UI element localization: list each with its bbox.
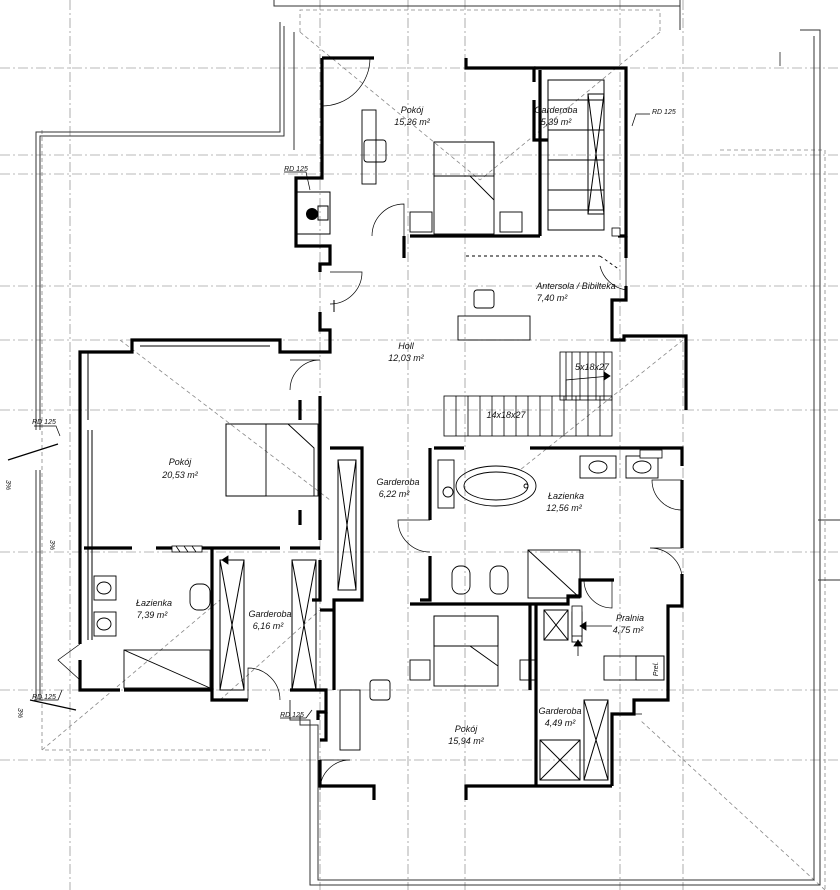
room-name-antesola: Antersola / Bibilteka	[535, 281, 616, 291]
rd-tag-1: RD 125	[284, 166, 308, 173]
door-swings	[57, 57, 683, 791]
room-area-garderoba-sw: 6,16 m²	[253, 621, 285, 631]
staircase	[443, 351, 613, 437]
room-area-holl: 12,03 m²	[388, 353, 425, 363]
vents	[171, 227, 663, 656]
stair-label-upper: 5x18x27	[575, 362, 610, 372]
chimney	[306, 205, 329, 221]
room-name-garderoba-se: Garderoba	[538, 706, 581, 716]
furniture	[93, 109, 665, 751]
room-area-pokoj-ne: 15,26 m²	[394, 117, 431, 127]
walls	[78, 56, 688, 800]
room-area-garderoba-c: 6,22 m²	[379, 489, 411, 499]
room-area-pokoj-s: 15,94 m²	[448, 736, 485, 746]
slope-labels: 3% 3% 3%	[4, 480, 55, 718]
room-area-pralnia: 4,75 m²	[613, 625, 645, 635]
room-area-antesola: 7,40 m²	[537, 293, 569, 303]
rd-tag-5: RD 125	[32, 694, 56, 701]
rd-tag-3: RD 125	[32, 419, 56, 426]
room-labels: Pokój 15,26 m² Garderoba 5,39 m² Anterso…	[136, 105, 644, 746]
slope-label-1: 3%	[4, 480, 11, 490]
appliance-label: Prel.	[653, 662, 660, 676]
rd-tag-2: RD 125	[652, 109, 676, 116]
room-name-holl: Holl	[398, 341, 415, 351]
room-name-pokoj-w: Pokój	[169, 457, 193, 467]
rd-tags: RD 125 RD 125 RD 125 RD 125 RD 125	[32, 109, 676, 719]
room-name-lazienka-e: Łazienka	[548, 491, 584, 501]
room-area-garderoba-se: 4,49 m²	[545, 718, 577, 728]
room-area-garderoba-ne: 5,39 m²	[541, 117, 573, 127]
rd-tag-4: RD 125	[280, 712, 304, 719]
stair-label-lower: 14x18x27	[486, 410, 526, 420]
room-area-lazienka-e: 12,56 m²	[546, 503, 583, 513]
roof-outline	[41, 9, 826, 890]
room-name-pokoj-s: Pokój	[455, 724, 479, 734]
room-name-garderoba-c: Garderoba	[376, 477, 419, 487]
room-name-garderoba-ne: Garderoba	[534, 105, 577, 115]
room-name-lazienka-sw: Łazienka	[136, 598, 172, 608]
stair-labels: 5x18x27 14x18x27	[486, 362, 610, 420]
room-area-pokoj-w: 20,53 m²	[161, 470, 199, 480]
slope-label-3: 3%	[16, 708, 23, 718]
parapet	[35, 0, 840, 886]
room-name-pokoj-ne: Pokój	[401, 105, 425, 115]
room-name-pralnia: Pralnia	[616, 613, 644, 623]
room-area-lazienka-sw: 7,39 m²	[137, 610, 169, 620]
tag-leaders	[7, 52, 781, 719]
room-name-garderoba-sw: Garderoba	[248, 609, 291, 619]
slope-label-2: 3%	[48, 540, 55, 550]
